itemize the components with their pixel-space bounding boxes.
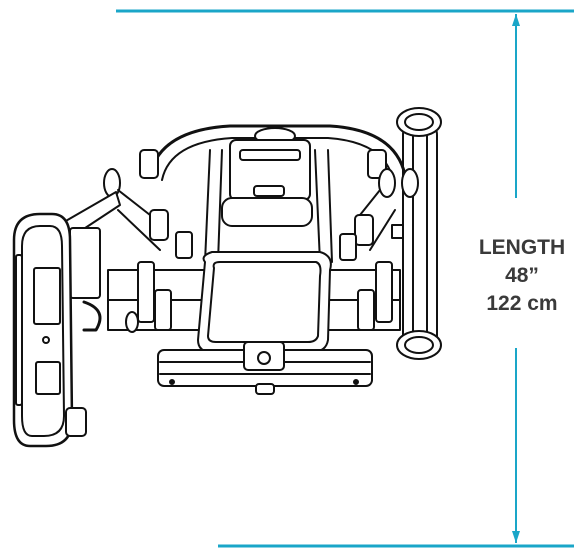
left-strut <box>204 149 223 263</box>
seat-pad <box>197 251 332 353</box>
back-pad <box>221 197 313 227</box>
right-strut <box>314 149 333 263</box>
dimension-bottom-arrow <box>512 531 520 543</box>
length-name: LENGTH <box>478 236 566 259</box>
dimension-top-arrow <box>512 14 520 26</box>
length-imperial: 48” <box>505 264 539 287</box>
machine-top-view-drawing <box>12 107 442 448</box>
left-pivots <box>103 149 193 333</box>
right-pivots <box>339 149 419 331</box>
console-display <box>12 212 87 448</box>
arch-bar <box>148 124 407 177</box>
length-dimension-line <box>116 9 574 548</box>
length-dimension-label: LENGTH 48” 122 cm <box>470 234 574 318</box>
length-metric: 122 cm <box>486 292 558 315</box>
